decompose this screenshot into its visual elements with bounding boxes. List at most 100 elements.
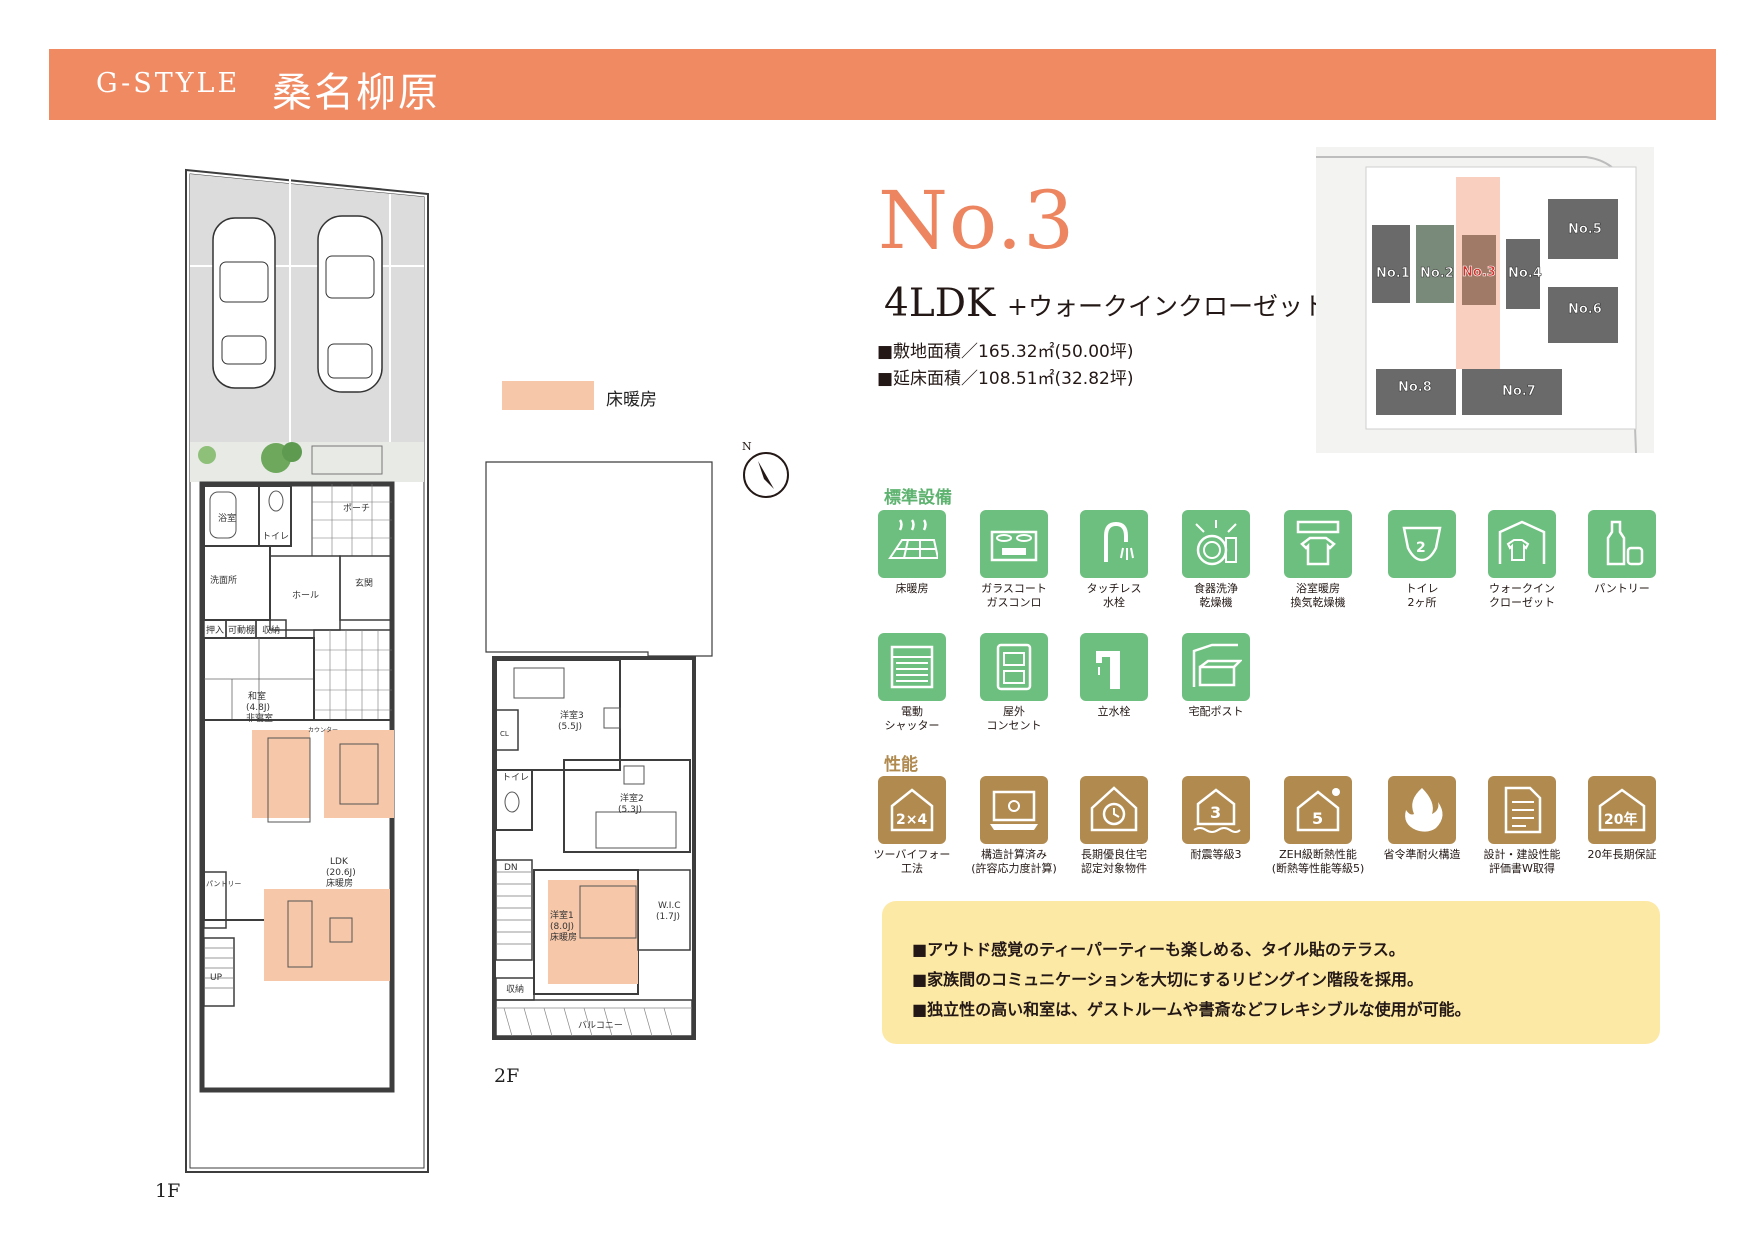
room-label-ldk-note: 床暖房	[326, 877, 353, 889]
desk-icon	[623, 765, 645, 785]
lot-label-no3: No.3	[1462, 265, 1496, 280]
toilet-icon	[268, 490, 284, 512]
bed-icon	[595, 811, 677, 849]
room-label-r1: 洋室1	[550, 909, 574, 921]
room-label-storage: 収納	[262, 624, 280, 636]
project-name: 桑名柳原	[272, 70, 440, 116]
shrub-icon	[198, 446, 216, 464]
room-label-washitsu-size: (4.8J)	[246, 703, 270, 713]
performance-item: 設計・建設性能 評価書W取得	[1472, 776, 1572, 876]
room-label-counter: カウンター	[308, 726, 338, 734]
equipment-label: タッチレス 水栓	[1086, 582, 1142, 609]
feature-line-3: ■独立性の高い和室は、ゲストルームや書斎などフレキシブルな使用が可能。	[912, 1000, 1471, 1019]
closet-icon	[1488, 510, 1556, 578]
performance-title: 性能	[884, 755, 918, 775]
floor-heating-icon	[878, 510, 946, 578]
lot-label-no1: No.1	[1376, 266, 1410, 281]
feature-box	[882, 901, 1660, 1044]
equipment-item: パントリー	[1572, 510, 1672, 596]
performance-item: 構造計算済み (許容応力度計算)	[964, 776, 1064, 876]
standing-faucet-icon	[1080, 633, 1148, 701]
zeh-icon: 5	[1284, 776, 1352, 844]
equipment-label: 電動 シャッター	[884, 705, 940, 732]
toilet-room-2f	[495, 769, 533, 831]
gas-stove-icon	[980, 510, 1048, 578]
lot-label-no8: No.8	[1398, 380, 1432, 395]
performance-label: 構造計算済み (許容応力度計算)	[971, 848, 1057, 875]
performance-item: 省令準耐火構造	[1372, 776, 1472, 862]
room-label-up: UP	[210, 973, 223, 983]
equipment-item: 食器洗浄 乾燥機	[1166, 510, 1266, 610]
equipment-label: ウォークイン クローゼット	[1489, 582, 1555, 609]
floor-heating-zone	[324, 730, 394, 818]
compass-label: N	[742, 440, 752, 453]
floor-heating-zone	[252, 730, 310, 818]
svg-text:2: 2	[1416, 540, 1426, 556]
equipment-item: 電動 シャッター	[862, 633, 962, 733]
fire-resist-icon	[1388, 776, 1456, 844]
room-label-washroom: 洗面所	[210, 574, 237, 586]
stair-steps	[204, 947, 234, 989]
room-label-entrance: 玄関	[355, 577, 373, 589]
room-label-r1-size: (8.0J)	[550, 922, 574, 932]
long-term-house-icon	[1080, 776, 1148, 844]
site-map: No.1 No.2 No.3 No.4 No.5 No.6 No.7 No.8	[1316, 147, 1654, 453]
header-bar	[49, 49, 1716, 120]
lot-label-no4: No.4	[1508, 266, 1542, 281]
pantry-icon	[1588, 510, 1656, 578]
equipment-item: 宅配ポスト	[1166, 633, 1266, 719]
car-icon	[317, 215, 383, 393]
balcony	[495, 999, 693, 1037]
floor-area: ■延床面積／108.51㎡(32.82坪)	[877, 369, 1134, 389]
room-label-pantry: パントリー	[206, 880, 241, 888]
document-icon	[1488, 776, 1556, 844]
room-label-r2: 洋室2	[620, 792, 644, 804]
structural-calc-icon	[980, 776, 1048, 844]
room-label-r3-size: (5.5J)	[558, 722, 582, 732]
room-label-storage-closet: 押入	[206, 624, 224, 636]
tatami-lines	[204, 638, 314, 720]
bed-icon	[579, 885, 637, 939]
toilet-icon	[504, 791, 520, 813]
toilet-icon: 2	[1388, 510, 1456, 578]
faucet-icon	[1080, 510, 1148, 578]
room-label-ldk: LDK	[330, 857, 349, 867]
svg-text:2×4: 2×4	[896, 812, 927, 828]
room-label-cl: CL	[500, 730, 509, 738]
outlet-icon	[980, 633, 1048, 701]
pantry-area	[203, 871, 227, 929]
toilet-room	[258, 485, 292, 547]
kitchen-counter	[267, 737, 311, 823]
earthquake-icon: 3	[1182, 776, 1250, 844]
car-icon	[212, 217, 276, 389]
svg-text:20年: 20年	[1604, 811, 1637, 828]
svg-text:5: 5	[1312, 809, 1323, 828]
floor-plan-1f: 浴室 トイレ ポーチ 洗面所 ホール 玄関 押入 可動棚 収納 和室 (4.8J…	[185, 168, 429, 1173]
equipment-label: 食器洗浄 乾燥機	[1194, 582, 1238, 609]
equipment-item: 屋外 コンセント	[964, 633, 1064, 733]
room-label-r3: 洋室3	[560, 709, 584, 721]
room-label-washitsu-note: 非寝室	[246, 712, 273, 724]
room-label-bath: 浴室	[218, 512, 236, 524]
balcony-hatch	[496, 1007, 692, 1037]
garden-strip	[190, 442, 424, 482]
floor-plan-2f: 洋室3 (5.5J) CL トイレ 洋室2 (5.3J) DN 洋室1 (8.0…	[485, 461, 713, 1040]
walk-in-closet	[637, 869, 691, 951]
floor-label-2f: 2F	[494, 1065, 520, 1087]
room-label-balcony: バルコニー	[578, 1020, 623, 1031]
shutter-icon	[878, 633, 946, 701]
plot-number: No.3	[878, 174, 1076, 267]
legend-label: 床暖房	[606, 390, 657, 410]
room-label-wic-size: (1.7J)	[656, 912, 680, 922]
sofa-icon	[287, 900, 313, 968]
equipment-label: 立水栓	[1097, 705, 1131, 718]
performance-label: 長期優良住宅 認定対象物件	[1081, 848, 1147, 875]
equipment-label: 宅配ポスト	[1188, 705, 1244, 718]
lot-label-no5: No.5	[1568, 222, 1602, 237]
performance-label: 省令準耐火構造	[1383, 848, 1461, 861]
